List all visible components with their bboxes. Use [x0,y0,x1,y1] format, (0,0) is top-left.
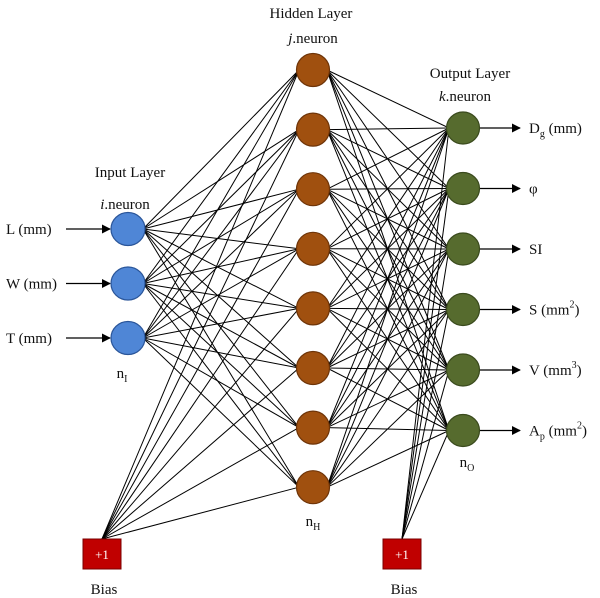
edge-input-hidden [142,283,300,309]
edge-input-hidden [142,283,300,428]
edge-hidden-output [326,127,450,250]
edge-bias-output [401,430,450,540]
hidden-neuron [295,52,331,88]
output-neuron [445,171,481,206]
edge-input-hidden [142,337,300,429]
connections [101,69,450,540]
edge-bias-hidden [101,248,300,540]
edge-bias-output [401,188,450,540]
edge-hidden-output [326,430,450,488]
edge-hidden-output [326,69,450,129]
edge-hidden-output [326,188,450,488]
edge-input-hidden [142,283,300,369]
output-neuron-label: k.neuron [439,89,492,105]
io-arrows [66,123,521,436]
edge-hidden-output [326,248,450,488]
bias-node-input: +1 [82,538,122,570]
input-label: T (mm) [6,331,52,347]
edge-bias-output [401,248,450,540]
edge-input-hidden [142,228,300,250]
output-neuron [445,353,481,387]
edge-input-hidden [142,69,300,339]
edge-hidden-output [326,127,450,190]
edge-input-hidden [142,69,300,284]
input-labels: L (mm) W (mm) T (mm) [6,222,57,347]
edge-input-hidden [142,228,300,309]
hidden-neuron [295,470,331,505]
edge-bias-hidden [101,129,300,540]
hidden-neuron [295,350,331,386]
input-layer-title: Input Layer [95,165,165,181]
hidden-count-label: nH [306,514,321,533]
hidden-neuron [295,172,331,207]
edge-bias-output [401,309,450,540]
output-count-label: nO [460,455,475,474]
edge-hidden-output [326,127,450,369]
edge-input-hidden [142,129,300,339]
input-neuron-label: i.neuron [100,197,150,213]
edge-hidden-output [326,127,450,309]
edge-bias-hidden [101,367,300,540]
edge-bias-output [401,369,450,540]
edge-bias-hidden [101,308,300,540]
edge-input-hidden [142,129,300,284]
output-neuron [445,111,481,145]
edge-bias-hidden [101,188,300,540]
output-label: V (mm3) [529,360,582,379]
edge-input-hidden [142,228,300,488]
edge-input-hidden [142,307,300,339]
edge-bias-output [401,127,450,540]
output-neuron [445,292,481,327]
output-label: S (mm2) [529,300,579,319]
bias-node-text: +1 [95,547,109,562]
edge-bias-hidden [101,427,300,540]
hidden-neuron [295,410,331,445]
input-neuron [110,211,146,247]
output-label: Ap (mm2) [529,421,587,443]
bias-node-hidden: +1 [382,538,422,570]
output-label: SI [529,242,542,258]
input-count-label: nI [117,366,128,385]
edge-input-hidden [142,337,300,488]
hidden-neuron [295,291,331,326]
edge-input-hidden [142,188,300,230]
bias-node-text: +1 [395,547,409,562]
hidden-layer-title: Hidden Layer [270,6,353,22]
bias-label-hidden: Bias [391,582,418,598]
edge-input-hidden [142,283,300,488]
hidden-neuron [295,112,331,147]
output-labels: Dg (mm) φSI S (mm2) V (mm3) Ap (mm2) [529,121,587,443]
input-neuron [110,320,146,356]
edge-bias-hidden [101,486,300,540]
output-label: φ [529,182,538,198]
edge-hidden-output [326,369,450,488]
hidden-neuron-label: j.neuron [286,31,338,47]
edge-input-hidden [142,248,300,339]
edge-input-hidden [142,69,300,230]
hidden-neuron [295,231,331,266]
edge-input-hidden [142,248,300,284]
output-layer-title: Output Layer [430,66,510,82]
bias-label-input: Bias [91,582,118,598]
input-label: W (mm) [6,277,57,293]
input-label: L (mm) [6,222,52,238]
output-neuron [445,413,481,448]
input-neuron [110,266,146,301]
edge-hidden-output [326,127,450,488]
edge-input-hidden [142,337,300,369]
edge-hidden-output [326,127,450,131]
edge-input-hidden [142,228,300,369]
edge-input-hidden [142,188,300,339]
edge-bias-hidden [101,69,300,540]
output-neuron [445,232,481,266]
edge-hidden-output [326,127,450,428]
edge-input-hidden [142,188,300,284]
edge-input-hidden [142,129,300,230]
neurons [110,52,481,505]
output-label: Dg (mm) [529,121,582,140]
